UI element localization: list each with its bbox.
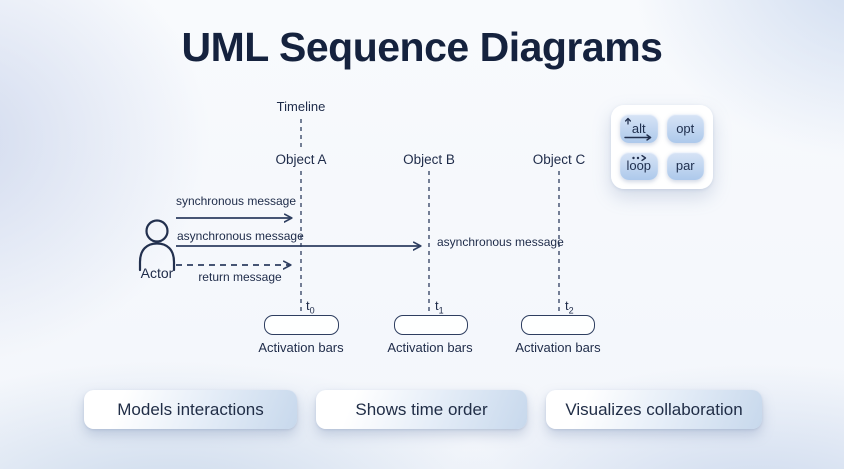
- activation-bars-label-b: Activation bars: [387, 340, 473, 355]
- synchronous-message-label: synchronous message: [175, 194, 297, 208]
- legend-chip-label: par: [675, 158, 695, 174]
- legend-chip-label: alt: [631, 120, 646, 136]
- legend-chip-label: loop: [626, 158, 652, 174]
- object-b-label: Object B: [403, 152, 455, 167]
- pill-label: Visualizes collaboration: [565, 399, 743, 419]
- legend-chip-alt[interactable]: alt: [620, 114, 658, 143]
- legend-chip-par[interactable]: par: [666, 151, 704, 180]
- return-message-label: return message: [198, 270, 282, 284]
- pill-label: Models interactions: [117, 399, 264, 419]
- time-label-t1: t1: [435, 298, 444, 316]
- pill-shows-time-order[interactable]: Shows time order: [316, 390, 527, 429]
- asynchronous-message-label: asynchronous message: [177, 229, 304, 243]
- activation-bars-label-c: Activation bars: [515, 340, 601, 355]
- alt-arrows-icon: [624, 117, 652, 141]
- activation-bar-a: [264, 315, 339, 335]
- legend-chip-label: opt: [676, 120, 695, 136]
- object-a-label: Object A: [275, 152, 327, 167]
- time-label-t0: t0: [306, 298, 315, 316]
- pill-label: Shows time order: [355, 399, 488, 419]
- pill-visualizes-collaboration[interactable]: Visualizes collaboration: [546, 390, 762, 429]
- activation-bar-c: [521, 315, 595, 335]
- pill-models-interactions[interactable]: Models interactions: [84, 390, 297, 429]
- legend-chip-loop[interactable]: loop: [620, 151, 658, 180]
- fragment-legend-card: alt opt loop par: [611, 105, 713, 189]
- actor-label: Actor: [140, 265, 174, 281]
- legend-chip-opt[interactable]: opt: [666, 114, 704, 143]
- activation-bar-b: [394, 315, 468, 335]
- activation-bars-label-a: Activation bars: [258, 340, 344, 355]
- time-label-t2: t2: [565, 298, 574, 316]
- loop-dotted-arrow-icon: [632, 154, 647, 161]
- actor-icon: [138, 219, 176, 272]
- object-c-label: Object C: [532, 152, 586, 167]
- asynchronous-message-received-label: asynchronous message: [437, 235, 564, 249]
- timeline-label: Timeline: [276, 99, 326, 114]
- page-title: UML Sequence Diagrams: [181, 24, 663, 70]
